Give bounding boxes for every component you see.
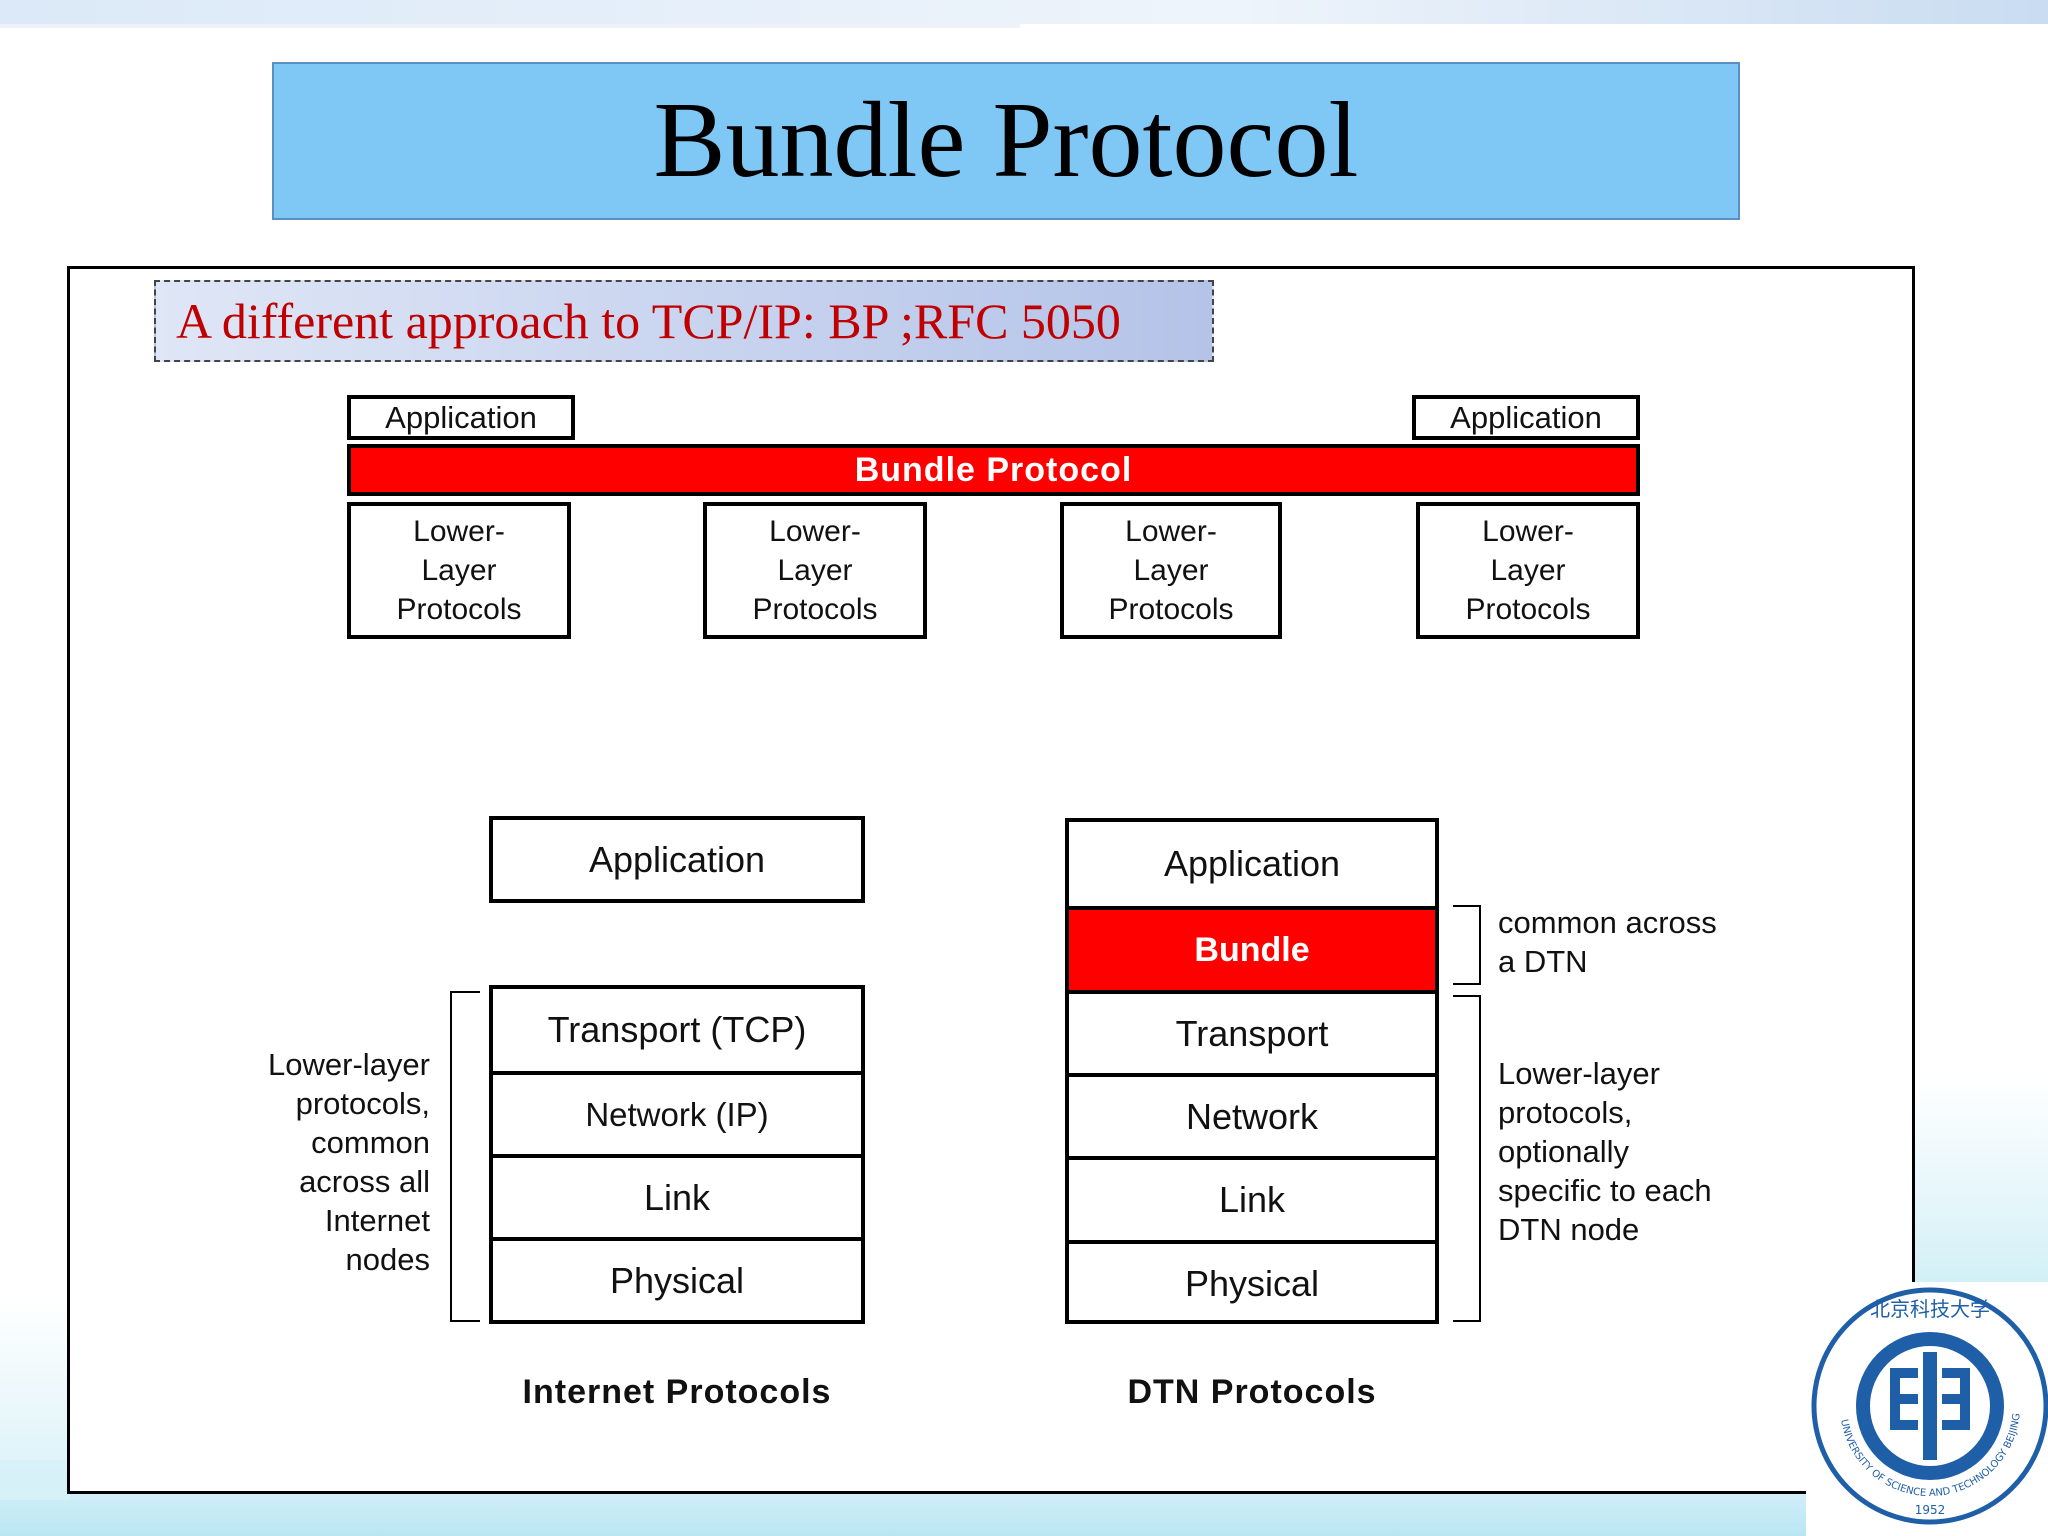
logo-text-top: 北京科技大学: [1870, 1297, 1990, 1321]
internet-protocols-caption: Internet Protocols: [522, 1373, 832, 1411]
llp3-line2: Layer: [1133, 554, 1209, 587]
top-app-left: Application: [347, 395, 575, 440]
top-app-left-label: Application: [385, 399, 537, 435]
internet-layer-transport-label: Transport (TCP): [547, 1009, 807, 1050]
dtn-lower-line5: DTN node: [1498, 1212, 1640, 1247]
top-app-right-label: Application: [1450, 399, 1602, 435]
dtn-lower-line1: Lower-layer: [1498, 1056, 1660, 1091]
logo-text-year: 1952: [1915, 1503, 1946, 1517]
llp2-line3: Protocols: [752, 593, 878, 626]
dtn-layer-bundle: Bundle: [1069, 906, 1435, 990]
internet-application-box: Application: [489, 816, 865, 903]
dtn-layer-physical: Physical: [1069, 1240, 1435, 1324]
internet-layer-transport: Transport (TCP): [493, 989, 861, 1071]
dtn-layer-bundle-label: Bundle: [1194, 930, 1310, 969]
internet-note-line5: Internet: [324, 1203, 430, 1238]
dtn-stack: Application Bundle Transport Network Lin…: [1065, 818, 1439, 1324]
internet-layer-link: Link: [493, 1154, 861, 1237]
title-banner: Bundle Protocol: [272, 62, 1740, 220]
llp4-line1: Lower-: [1482, 515, 1574, 548]
dtn-layer-transport-label: Transport: [1175, 1012, 1329, 1054]
llp1-line3: Protocols: [396, 593, 522, 626]
llp4-line2: Layer: [1490, 554, 1566, 587]
dtn-layer-link: Link: [1069, 1156, 1435, 1240]
subtitle-box: A different approach to TCP/IP: BP ;RFC …: [154, 280, 1214, 362]
dtn-layer-application: Application: [1069, 822, 1435, 906]
dtn-lower-bracket: [1453, 995, 1481, 1322]
llp2-line2: Layer: [777, 554, 853, 587]
internet-note-line1: Lower-layer: [268, 1047, 430, 1082]
dtn-layer-network: Network: [1069, 1073, 1435, 1156]
internet-layer-physical-label: Physical: [609, 1259, 745, 1301]
dtn-bundle-bracket: [1453, 905, 1481, 985]
dtn-protocols-caption: DTN Protocols: [1127, 1373, 1377, 1411]
university-seal-icon: 北京科技大学 1952 UNIVERSITY OF SCIENCE AND TE…: [1806, 1282, 2048, 1536]
dtn-layer-physical-label: Physical: [1184, 1263, 1320, 1304]
internet-note-line2: protocols,: [295, 1086, 430, 1121]
internet-note-line4: across all: [299, 1164, 430, 1199]
dtn-common-line2: a DTN: [1498, 944, 1588, 979]
dtn-layer-link-label: Link: [1218, 1179, 1286, 1220]
llp4-line3: Protocols: [1465, 593, 1591, 626]
internet-layer-network-label: Network (IP): [585, 1095, 769, 1133]
left-decor-wave: [0, 1300, 70, 1500]
bundle-protocol-bar-label: Bundle Protocol: [854, 450, 1133, 489]
dtn-lower-line2: protocols,: [1498, 1095, 1633, 1130]
dtn-lower-line3: optionally: [1498, 1134, 1629, 1169]
dtn-lower-line4: specific to each: [1498, 1173, 1712, 1208]
internet-lower-stack: Transport (TCP) Network (IP) Link Physic…: [489, 985, 865, 1324]
top-decor-band: [0, 0, 2048, 24]
internet-layer-network: Network (IP): [493, 1071, 861, 1154]
dtn-layer-application-label: Application: [1163, 843, 1341, 884]
llp1-line1: Lower-: [413, 515, 505, 548]
slide-subtitle: A different approach to TCP/IP: BP ;RFC …: [176, 293, 1121, 349]
slide-title: Bundle Protocol: [653, 81, 1359, 200]
internet-layer-physical: Physical: [493, 1237, 861, 1320]
llp3-line3: Protocols: [1108, 593, 1234, 626]
internet-application-label: Application: [588, 838, 766, 880]
dtn-common-note: common across a DTN: [1498, 903, 1798, 981]
top-app-right: Application: [1412, 395, 1640, 440]
dtn-layer-network-label: Network: [1185, 1095, 1319, 1137]
top-decor-shadow: [0, 24, 1020, 28]
llp2-line1: Lower-: [769, 515, 861, 548]
internet-lower-bracket: [450, 991, 480, 1322]
dtn-common-line1: common across: [1498, 905, 1717, 940]
bundle-protocol-bar: Bundle Protocol: [347, 444, 1640, 496]
llp3-line1: Lower-: [1125, 515, 1217, 548]
internet-note-line6: nodes: [345, 1242, 430, 1277]
dtn-layer-transport: Transport: [1069, 990, 1435, 1073]
internet-note-line3: common: [311, 1125, 430, 1160]
llp1-line2: Layer: [421, 554, 497, 587]
dtn-lower-note: Lower-layer protocols, optionally specif…: [1498, 1054, 1798, 1249]
internet-lower-note: Lower-layer protocols, common across all…: [200, 1045, 430, 1279]
internet-layer-link-label: Link: [643, 1176, 711, 1218]
